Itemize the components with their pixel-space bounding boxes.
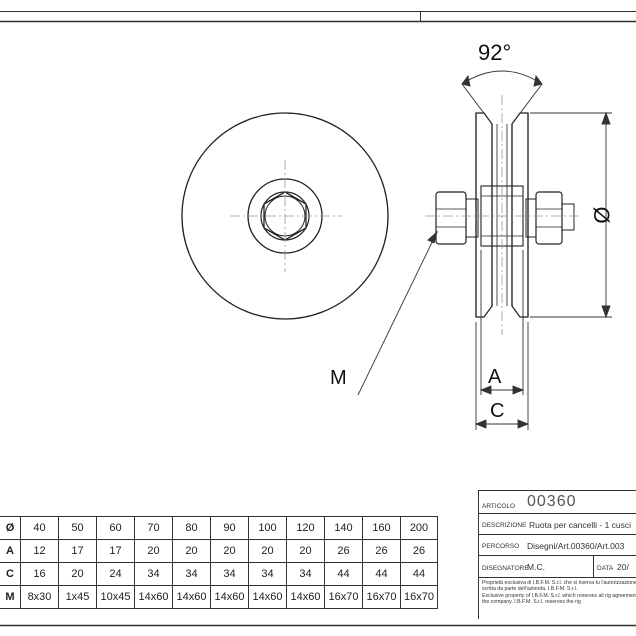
right-nut (535, 191, 563, 245)
diameter-dimension (530, 111, 612, 319)
left-nut (435, 191, 467, 245)
title-row-articolo: ARTICOLO 00360 (479, 491, 636, 514)
table-cell: 8x30 (20, 585, 59, 609)
table-cell: 12 (20, 539, 59, 563)
table-cell: 14x60 (134, 585, 173, 609)
title-row-percorso: PERCORSO Disegni/Art.00360/Art.003 (479, 534, 636, 556)
table-cell: 44 (362, 562, 401, 586)
descrizione-key: DESCRIZIONE (482, 522, 527, 529)
disegnatore-key: DISEGNATORE (482, 565, 529, 572)
data-key: DATA (597, 565, 614, 572)
table-cell: 20 (58, 562, 97, 586)
dimension-table: Ø 40 50 60 70 80 90 100 120 140 160 200 … (0, 516, 438, 609)
table-cell: 34 (210, 562, 249, 586)
table-cell: 20 (286, 539, 325, 563)
articolo-key: ARTICOLO (482, 503, 516, 510)
table-cell: 100 (248, 516, 287, 540)
table-cell: 90 (210, 516, 249, 540)
table-cell: 26 (362, 539, 401, 563)
table-cell: 16x70 (324, 585, 363, 609)
table-cell: 34 (172, 562, 211, 586)
percorso-key: PERCORSO (482, 543, 520, 550)
table-cell: 16x70 (362, 585, 401, 609)
table-cell: 20 (172, 539, 211, 563)
table-cell: 70 (134, 516, 173, 540)
title-row-disegnatore: DISEGNATORE M.C. DATA 20/ (479, 555, 636, 578)
table-cell: 14x60 (172, 585, 211, 609)
articolo-value: 00360 (527, 493, 577, 510)
notice-english: Exclusive property of I.B.F.M. S.r.l. wh… (482, 592, 636, 605)
row-header: Ø (0, 516, 21, 540)
title-block: ARTICOLO 00360 DESCRIZIONE Ruota per can… (478, 490, 636, 619)
data-value: 20/ (617, 562, 629, 572)
table-cell: 34 (134, 562, 173, 586)
table-cell: 40 (20, 516, 59, 540)
table-cell: 10x45 (96, 585, 135, 609)
table-cell: 44 (324, 562, 363, 586)
table-row: C 16 20 24 34 34 34 34 34 44 44 44 (0, 562, 438, 586)
a-label: A (488, 366, 502, 388)
table-row: Ø 40 50 60 70 80 90 100 120 140 160 200 (0, 516, 438, 540)
row-header: A (0, 539, 21, 563)
table-cell: 120 (286, 516, 325, 540)
wheel-outer-circle (181, 112, 389, 320)
angle-label: 92° (478, 40, 512, 65)
table-cell: 60 (96, 516, 135, 540)
sheet-frame (0, 11, 636, 627)
ownership-notice: Proprietà esclusiva di I.B.F.M. S.r.l. c… (482, 580, 636, 605)
c-label: C (490, 400, 505, 422)
table-cell: 17 (58, 539, 97, 563)
table-cell: 14x60 (248, 585, 287, 609)
table-cell: 34 (248, 562, 287, 586)
notice-italian: Proprietà esclusiva di I.B.F.M. S.r.l. c… (482, 580, 636, 593)
width-dimensions (474, 250, 530, 430)
percorso-value: Disegni/Art.00360/Art.003 (527, 541, 625, 551)
table-cell: 17 (96, 539, 135, 563)
table-row: M 8x30 1x45 10x45 14x60 14x60 14x60 14x6… (0, 585, 438, 609)
row-header: C (0, 562, 21, 586)
table-cell: 20 (134, 539, 173, 563)
table-row: A 12 17 17 20 20 20 20 20 26 26 26 (0, 539, 438, 563)
row-header: M (0, 585, 21, 609)
table-cell: 34 (286, 562, 325, 586)
table-cell: 50 (58, 516, 97, 540)
table-cell: 20 (210, 539, 249, 563)
table-cell: 26 (324, 539, 363, 563)
title-row-descrizione: DESCRIZIONE Ruota per cancelli - 1 cusci (479, 513, 636, 535)
table-cell: 200 (400, 516, 438, 540)
disegnatore-value: M.C. (527, 562, 545, 572)
table-cell: 1x45 (58, 585, 97, 609)
table-cell: 44 (400, 562, 438, 586)
angle-dimension (461, 70, 543, 125)
table-cell: 140 (324, 516, 363, 540)
wheel-side-view (425, 95, 582, 335)
table-cell: 80 (172, 516, 211, 540)
m-label: M (330, 367, 347, 389)
table-cell: 14x60 (210, 585, 249, 609)
m-leader (357, 230, 438, 396)
table-cell: 16x70 (400, 585, 438, 609)
table-cell: 24 (96, 562, 135, 586)
table-cell: 14x60 (286, 585, 325, 609)
table-cell: 160 (362, 516, 401, 540)
descrizione-value: Ruota per cancelli - 1 cusci (529, 520, 632, 530)
wheel-front-view (181, 112, 389, 320)
table-cell: 20 (248, 539, 287, 563)
table-cell: 26 (400, 539, 438, 563)
table-cell: 16 (20, 562, 59, 586)
diameter-label: Ø (589, 206, 615, 224)
